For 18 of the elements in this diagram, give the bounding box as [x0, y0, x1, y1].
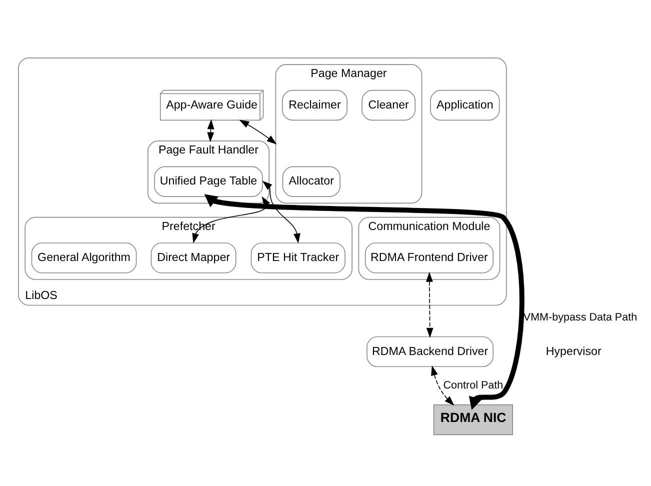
- node-box: Cleaner: [362, 90, 416, 121]
- node-box: RDMA Frontend Driver: [364, 242, 494, 274]
- node-box: Reclaimer: [282, 90, 348, 121]
- node-box: RDMA NIC: [433, 404, 514, 436]
- edge-label: Control Path: [443, 380, 504, 392]
- node-box: Allocator: [282, 166, 340, 197]
- edge-label: VMM-bypass Data Path: [523, 312, 638, 324]
- label: Hypervisor: [546, 344, 602, 358]
- node-box: Direct Mapper: [150, 242, 236, 274]
- node-box: General Algorithm: [31, 242, 137, 274]
- arrow: [426, 272, 434, 338]
- arrow: [431, 365, 454, 406]
- arrow: [207, 119, 214, 142]
- node-box: RDMA Backend Driver: [366, 336, 494, 368]
- node-box: Unified Page Table: [154, 166, 263, 197]
- arrow: [239, 120, 277, 144]
- node-box: Application: [430, 90, 500, 121]
- node-box: PTE Hit Tracker: [250, 242, 346, 274]
